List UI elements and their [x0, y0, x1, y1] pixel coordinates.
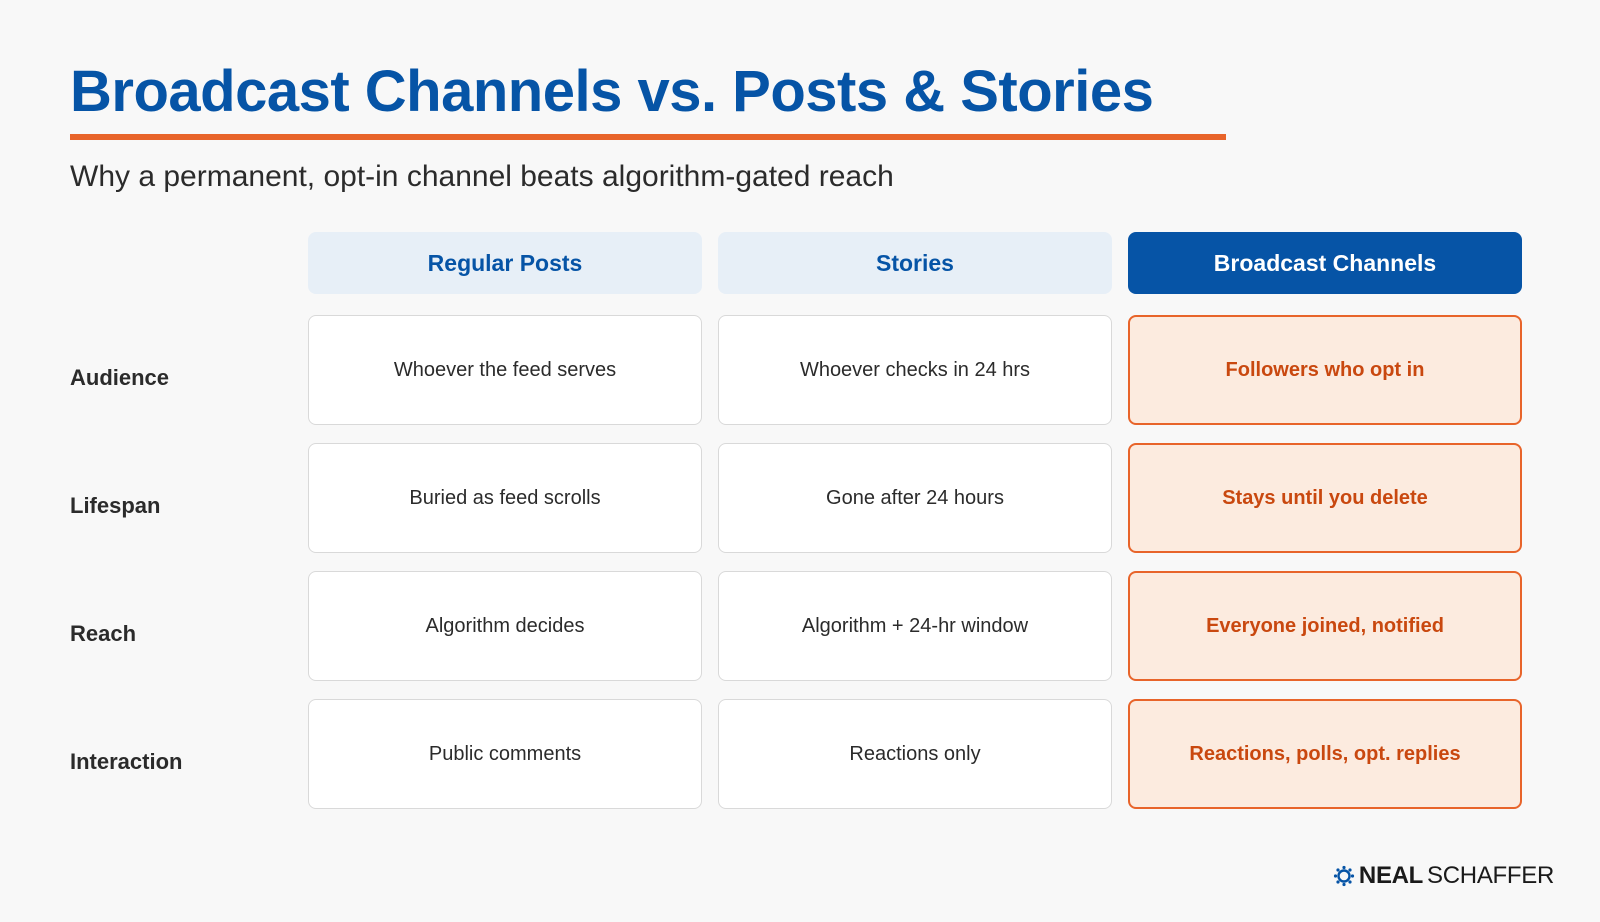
logo-first-name: NEAL [1358, 862, 1424, 889]
page-title: Broadcast Channels vs. Posts & Stories [70, 59, 1154, 124]
logo-last-name: SCHAFFER [1427, 862, 1554, 889]
cell-interaction-regular-posts: Public comments [308, 699, 702, 809]
page-subtitle: Why a permanent, opt-in channel beats al… [70, 160, 894, 193]
cell-reach-broadcast-channels: Everyone joined, notified [1128, 571, 1522, 681]
cell-audience-broadcast-channels: Followers who opt in [1128, 315, 1522, 425]
title-underline [70, 134, 1226, 140]
gear-icon [1333, 865, 1355, 887]
cell-audience-regular-posts: Whoever the feed serves [308, 315, 702, 425]
cell-lifespan-broadcast-channels: Stays until you delete [1128, 443, 1522, 553]
cell-reach-stories: Algorithm + 24-hr window [718, 571, 1112, 681]
cell-lifespan-stories: Gone after 24 hours [718, 443, 1112, 553]
cell-reach-regular-posts: Algorithm decides [308, 571, 702, 681]
row-label-reach: Reach [70, 621, 137, 646]
column-header-regular-posts: Regular Posts [308, 232, 702, 294]
brand-logo: NEAL SCHAFFER [1333, 862, 1554, 890]
row-label-audience: Audience [70, 365, 170, 390]
cell-interaction-stories: Reactions only [718, 699, 1112, 809]
row-label-lifespan: Lifespan [70, 493, 161, 518]
cell-audience-stories: Whoever checks in 24 hrs [718, 315, 1112, 425]
cell-lifespan-regular-posts: Buried as feed scrolls [308, 443, 702, 553]
column-header-stories: Stories [718, 232, 1112, 294]
row-label-interaction: Interaction [70, 749, 183, 774]
cell-interaction-broadcast-channels: Reactions, polls, opt. replies [1128, 699, 1522, 809]
column-header-broadcast-channels: Broadcast Channels [1128, 232, 1522, 294]
